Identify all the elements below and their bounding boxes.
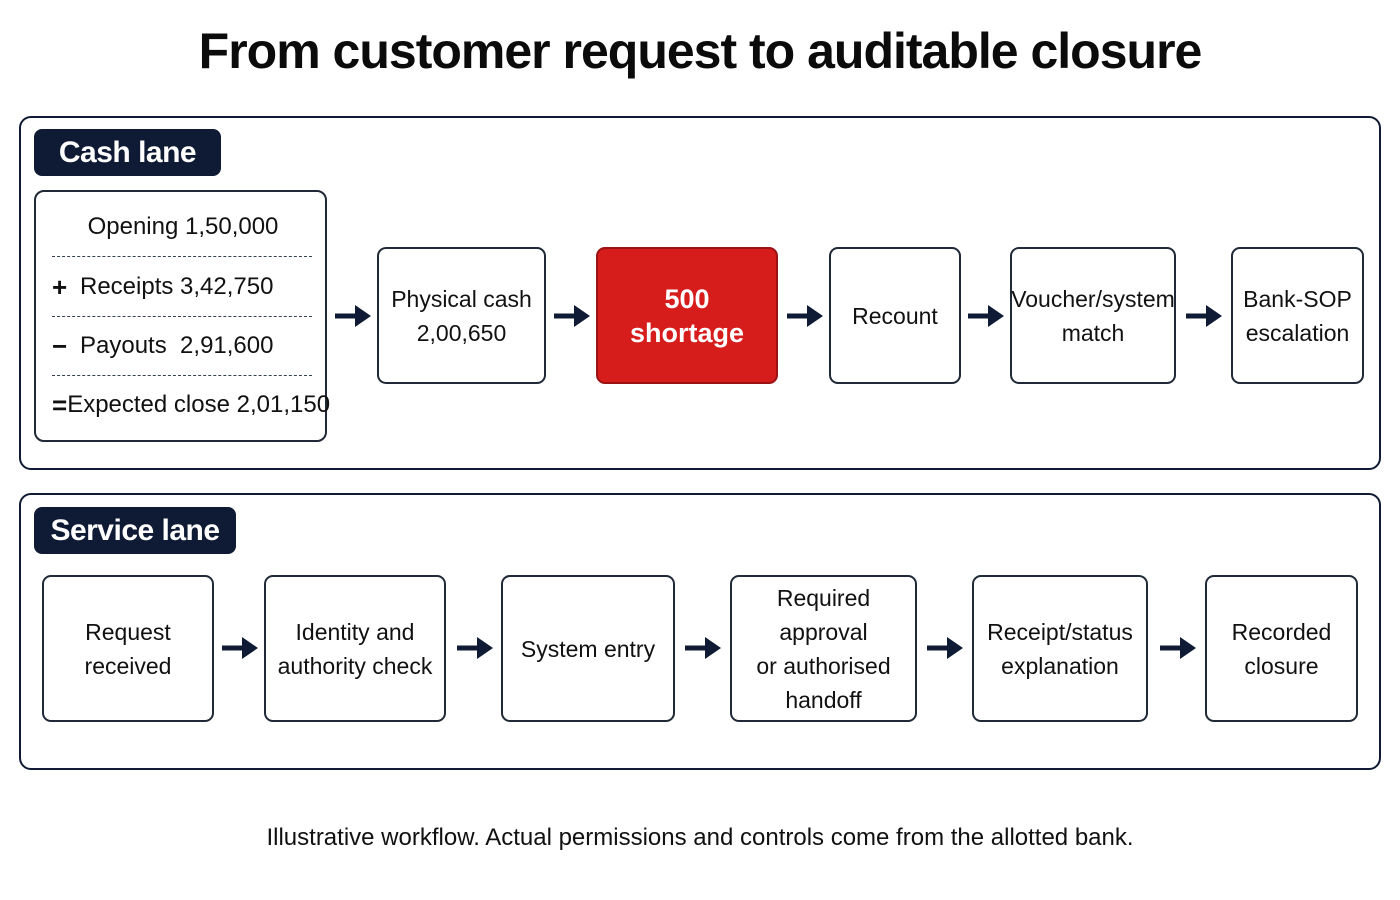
approval-handoff-step: Required approval or authorised handoff [730,575,917,722]
arrow-right-icon [785,302,825,330]
shortage-alert-step: 500 shortage [596,247,778,384]
step-label: Recorded [1231,618,1332,645]
request-received-step: Request received [42,575,214,722]
footnote: Illustrative workflow. Actual permission… [266,824,1134,851]
page-title: From customer request to auditable closu… [198,23,1203,79]
cash-calculation-box: Opening 1,50,000 + Receipts 3,42,750 − P… [34,190,330,442]
step-label: received [84,652,172,679]
step-label: handoff [785,686,862,713]
step-label: Receipt/status [987,618,1133,645]
arrow-right-icon [552,302,592,330]
plus-sign: + [52,271,68,302]
arrow-right-icon [1158,634,1198,662]
calc-divider [52,375,312,376]
step-value: 2,00,650 [416,319,507,346]
arrow-right-icon [220,634,260,662]
payouts-row: − Payouts 2,91,600 [52,317,314,375]
step-label: Voucher/system [1011,285,1175,312]
cash-lane-label: Cash lane [34,129,221,176]
recorded-closure-step: Recorded closure [1205,575,1358,722]
step-label: match [1061,319,1125,346]
voucher-system-match-step: Voucher/system match [1010,247,1176,384]
calc-divider [52,256,312,257]
payouts-value: Payouts 2,91,600 [80,332,274,359]
step-label: Recount [852,302,938,329]
step-label: System entry [520,635,656,662]
step-label: explanation [1001,652,1119,679]
arrow-right-icon [1184,302,1224,330]
receipts-row: + Receipts 3,42,750 [52,258,314,316]
step-label: Bank-SOP [1243,285,1352,312]
arrow-right-icon [925,634,965,662]
step-label: or authorised [756,652,891,679]
identity-authority-check-step: Identity and authority check [264,575,446,722]
expected-close-value: Expected close 2,01,150 [67,391,331,418]
expected-close-row: = Expected close 2,01,150 [52,376,330,434]
minus-sign: − [52,330,68,361]
arrow-right-icon [333,302,373,330]
recount-step: Recount [829,247,961,384]
system-entry-step: System entry [501,575,675,722]
arrow-right-icon [683,634,723,662]
step-label: Physical cash [391,285,532,312]
opening-balance: Opening 1,50,000 [87,213,279,240]
arrow-right-icon [966,302,1006,330]
step-label: 500 shortage [629,283,745,348]
step-label: authority check [277,652,433,679]
step-label: escalation [1245,319,1350,346]
step-label: Request [85,618,171,645]
service-lane: Service lane [19,493,1381,770]
receipts-value: Receipts 3,42,750 [80,273,274,300]
physical-cash-step: Physical cash 2,00,650 [377,247,546,384]
step-label: Identity and [295,618,415,645]
step-label: Required approval [776,584,871,645]
arrow-right-icon [455,634,495,662]
equals-sign: = [52,389,68,420]
calc-divider [52,316,312,317]
bank-sop-escalation-step: Bank-SOP escalation [1231,247,1364,384]
receipt-status-explanation-step: Receipt/status explanation [972,575,1148,722]
service-lane-label: Service lane [34,507,236,554]
step-label: closure [1244,652,1319,679]
